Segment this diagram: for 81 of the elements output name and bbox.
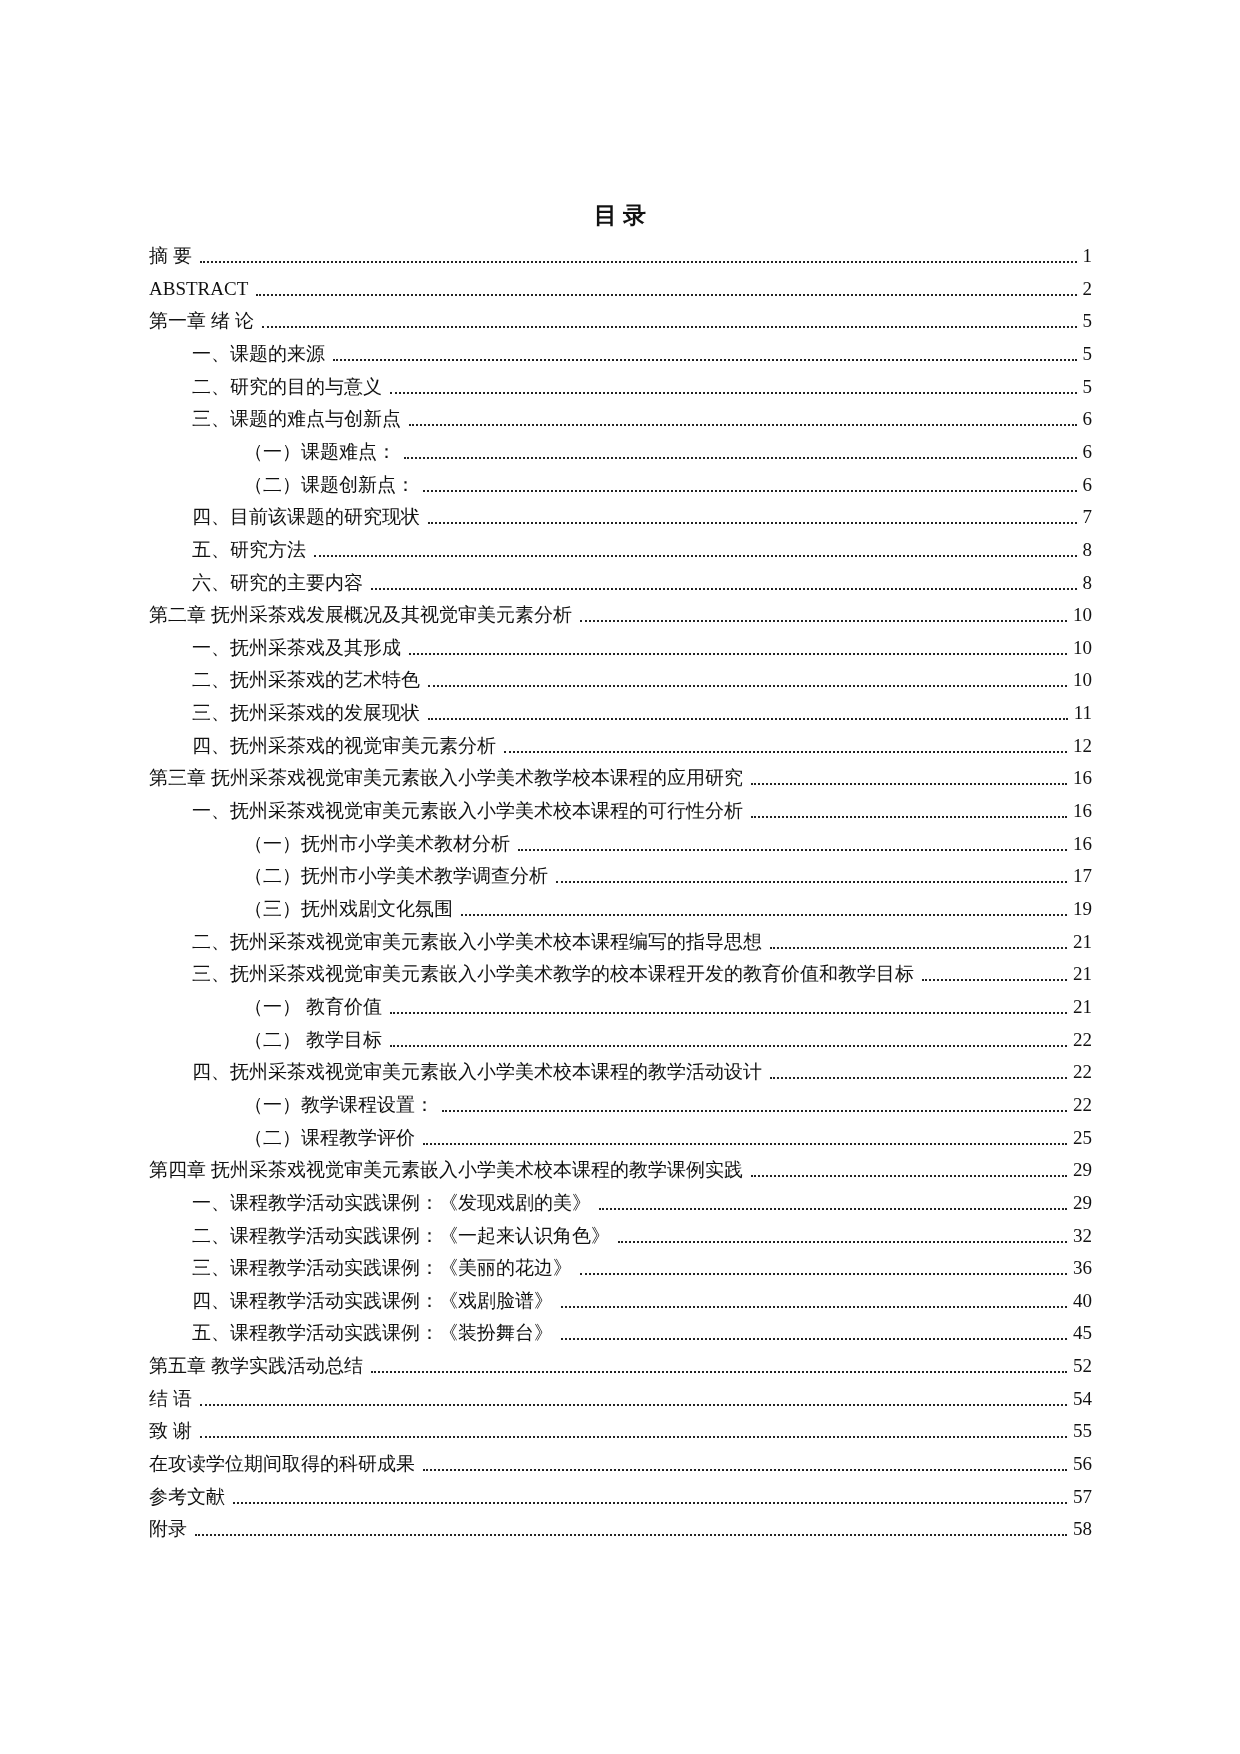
page-number: 6 xyxy=(1082,472,1092,497)
toc-entry: （三）抚州戏剧文化氛围 xyxy=(244,897,453,921)
toc-entry: （二）课程教学评价 xyxy=(244,1125,415,1150)
page-number: 8 xyxy=(1082,537,1092,562)
page-number: 40 xyxy=(1073,1288,1092,1313)
toc-entry: 第二章 抚州采茶戏发展概况及其视觉审美元素分析 xyxy=(149,603,572,628)
page-number: 25 xyxy=(1073,1125,1092,1150)
page-number: 10 xyxy=(1073,668,1092,693)
toc-entry: （一） 教育价值 xyxy=(244,994,382,1019)
toc-entry: 五、研究方法 xyxy=(192,537,306,562)
toc-entry: 六、研究的主要内容 xyxy=(192,570,363,595)
toc-entry: 一、抚州采茶戏及其形成 xyxy=(192,635,401,660)
toc-entry: （二） 教学目标 xyxy=(244,1027,382,1052)
page-number: 10 xyxy=(1073,635,1092,660)
page-number: 5 xyxy=(1082,374,1092,399)
page-number: 16 xyxy=(1073,799,1092,824)
toc-entry: 三、抚州采茶戏视觉审美元素嵌入小学美术教学的校本课程开发的教育价值和教学目标 xyxy=(192,962,914,987)
page-number: 1 xyxy=(1082,244,1092,268)
page-number: 56 xyxy=(1073,1452,1092,1477)
page-number: 5 xyxy=(1082,341,1092,366)
toc-entry: 三、抚州采茶戏的发展现状 xyxy=(192,701,420,726)
toc-entry: 在攻读学位期间取得的科研成果 xyxy=(149,1452,415,1477)
toc-entry: 第一章 绪 论 xyxy=(149,309,254,334)
toc-entry: 三、课题的难点与创新点 xyxy=(192,407,401,432)
page-number: 52 xyxy=(1073,1354,1092,1379)
toc-entry: 结 语 xyxy=(149,1386,192,1411)
page-number: 54 xyxy=(1073,1386,1092,1411)
toc-entry: 二、抚州采茶戏视觉审美元素嵌入小学美术校本课程编写的指导思想 xyxy=(192,929,762,954)
page-number: 57 xyxy=(1073,1484,1092,1509)
page-number: 45 xyxy=(1073,1321,1092,1346)
page-number: 12 xyxy=(1073,733,1092,758)
toc-entry: 三、课程教学活动实践课例：《美丽的花边》 xyxy=(192,1256,572,1281)
page-title: 目 录 xyxy=(594,203,646,228)
page-number: 22 xyxy=(1073,1027,1092,1052)
toc-entry: 参考文献 xyxy=(149,1484,225,1509)
page-number: 29 xyxy=(1073,1190,1092,1215)
page-number: 16 xyxy=(1073,831,1092,856)
page-number: 16 xyxy=(1073,766,1092,791)
page-number: 7 xyxy=(1082,505,1092,530)
toc-entry: 二、研究的目的与意义 xyxy=(192,374,382,399)
toc-entry: （一）课题难点： xyxy=(244,439,396,464)
toc-entry: 四、目前该课题的研究现状 xyxy=(192,505,420,530)
page-number: 6 xyxy=(1082,439,1092,464)
page-number: 19 xyxy=(1073,897,1092,921)
page-number: 21 xyxy=(1073,994,1092,1019)
page-number: 22 xyxy=(1073,1060,1092,1085)
page-number: 32 xyxy=(1073,1223,1092,1248)
toc-entry: 四、抚州采茶戏的视觉审美元素分析 xyxy=(192,733,496,758)
toc-entry: （一）教学课程设置： xyxy=(244,1092,434,1117)
toc-entry: 第三章 抚州采茶戏视觉审美元素嵌入小学美术教学校本课程的应用研究 xyxy=(149,766,743,791)
page-number: 5 xyxy=(1082,309,1092,334)
page-number: 22 xyxy=(1073,1092,1092,1117)
toc-entry: 四、课程教学活动实践课例：《戏剧脸谱》 xyxy=(192,1288,553,1313)
page-number: 36 xyxy=(1073,1256,1092,1281)
page-number: 11 xyxy=(1073,701,1092,726)
toc-entry: 一、抚州采茶戏视觉审美元素嵌入小学美术校本课程的可行性分析 xyxy=(192,799,743,824)
toc-entry: 二、课程教学活动实践课例：《一起来认识角色》 xyxy=(192,1223,610,1248)
toc-entry: （二）抚州市小学美术教学调查分析 xyxy=(244,864,548,889)
toc-entry: 第四章 抚州采茶戏视觉审美元素嵌入小学美术校本课程的教学课例实践 xyxy=(149,1158,743,1183)
toc-entry: ABSTRACT xyxy=(149,276,249,301)
page-number: 29 xyxy=(1073,1158,1092,1183)
page-number: 58 xyxy=(1073,1517,1092,1542)
page-number: 55 xyxy=(1073,1419,1092,1444)
toc-entry: （一）抚州市小学美术教材分析 xyxy=(244,831,510,856)
toc-entry: 一、课题的来源 xyxy=(192,341,325,366)
page-number: 21 xyxy=(1073,929,1092,954)
page-number: 8 xyxy=(1082,570,1092,595)
toc-entry: 致 谢 xyxy=(149,1419,192,1444)
toc-entry: 五、课程教学活动实践课例：《装扮舞台》 xyxy=(192,1321,553,1346)
toc-entry: 一、课程教学活动实践课例：《发现戏剧的美》 xyxy=(192,1190,591,1215)
toc-entry: 附录 xyxy=(149,1517,187,1542)
page-number: 6 xyxy=(1082,407,1092,432)
toc-entry: 二、抚州采茶戏的艺术特色 xyxy=(192,668,420,693)
toc-entry: （二）课题创新点： xyxy=(244,472,415,497)
page-number: 10 xyxy=(1073,603,1092,628)
page-number: 17 xyxy=(1073,864,1092,889)
page-number: 21 xyxy=(1073,962,1092,987)
toc-entry: 第五章 教学实践活动总结 xyxy=(149,1354,363,1379)
toc-entry: 摘 要 xyxy=(149,244,192,268)
toc-entry: 四、抚州采茶戏视觉审美元素嵌入小学美术校本课程的教学活动设计 xyxy=(192,1060,762,1085)
page-number: 2 xyxy=(1082,276,1092,301)
